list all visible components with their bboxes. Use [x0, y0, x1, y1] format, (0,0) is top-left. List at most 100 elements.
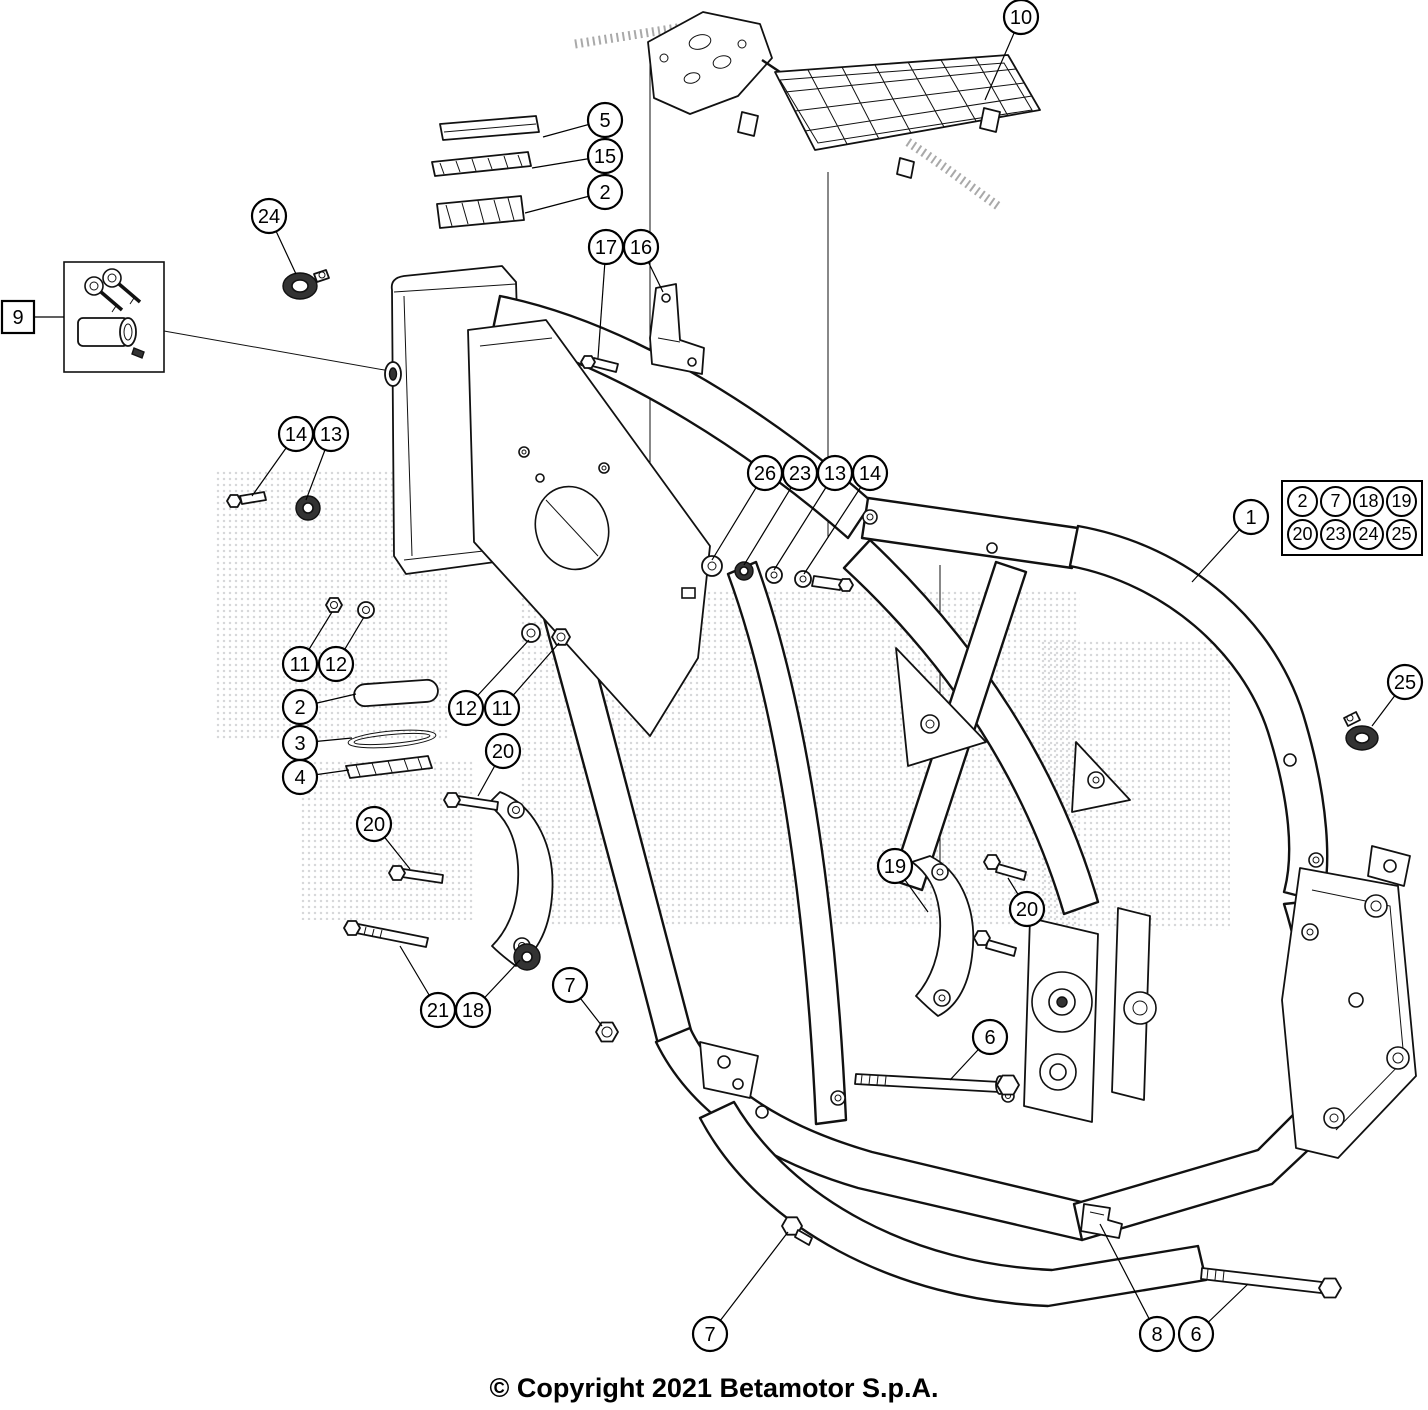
legend-ref-25: 25: [1386, 519, 1417, 550]
bushing-13: [295, 495, 321, 521]
bolt-21: [343, 920, 429, 948]
callout-4: 4: [281, 758, 350, 796]
copyright-text: © Copyright 2021 Betamotor S.p.A.: [489, 1373, 939, 1403]
svg-text:24: 24: [258, 206, 280, 228]
svg-text:14: 14: [859, 463, 881, 485]
legend-ref-7: 7: [1320, 486, 1351, 517]
washer-12-nut-11-right: [521, 623, 571, 646]
callout-11: 11: [281, 611, 333, 683]
callout-13: 13: [773, 454, 854, 571]
stud-4: [345, 755, 433, 779]
bolt-20-b: [388, 865, 444, 884]
callout-26: 26: [711, 454, 784, 561]
svg-text:8: 8: [1151, 1324, 1162, 1346]
callout-11: 11: [483, 642, 560, 727]
bolt-6-a: [854, 1073, 1020, 1096]
callout-14: 14: [803, 454, 889, 575]
svg-text:1: 1: [1245, 507, 1256, 529]
svg-text:12: 12: [325, 654, 347, 676]
callout-14: 14: [251, 415, 315, 497]
svg-text:16: 16: [630, 237, 652, 259]
callout-2: 2: [281, 688, 357, 726]
svg-text:4: 4: [294, 767, 305, 789]
svg-text:12: 12: [455, 698, 477, 720]
svg-text:20: 20: [363, 814, 385, 836]
callout-1: 1: [1191, 498, 1270, 583]
bracket-16: [649, 283, 705, 375]
svg-text:11: 11: [290, 654, 311, 676]
bolt-20-a: [443, 792, 499, 811]
legend-ref-23: 23: [1320, 519, 1351, 550]
svg-text:10: 10: [1010, 7, 1032, 29]
frame-body: [467, 294, 1417, 1308]
callout-7: 7: [691, 1231, 789, 1353]
svg-text:3: 3: [294, 733, 305, 755]
key-icon: [84, 276, 104, 296]
nut-11-washer-12-left: [325, 597, 375, 619]
engine-bracket-left: [487, 791, 554, 971]
lock-clamp-24: [282, 269, 330, 300]
svg-text:6: 6: [1190, 1324, 1201, 1346]
svg-text:7: 7: [704, 1324, 715, 1346]
svg-text:14: 14: [285, 424, 307, 446]
svg-text:25: 25: [1394, 672, 1416, 694]
bolt-7-b: [781, 1216, 813, 1246]
callout-17: 17: [587, 228, 625, 359]
svg-text:21: 21: [427, 1000, 449, 1022]
callout-19: 19: [876, 847, 929, 913]
bolt-6-b: [1200, 1267, 1342, 1299]
callout-20: 20: [477, 732, 522, 797]
svg-text:15: 15: [594, 146, 616, 168]
bolt-17: [580, 355, 619, 373]
rubber-strip-15: [431, 151, 532, 177]
callout-25: 25: [1371, 663, 1424, 727]
nut-7-a: [595, 1021, 619, 1043]
pin-2: [353, 678, 439, 708]
callout-3: 3: [281, 724, 353, 762]
callout-21: 21: [399, 945, 457, 1029]
svg-text:6: 6: [984, 1027, 995, 1049]
svg-text:2: 2: [599, 182, 610, 204]
rack-grid: [784, 56, 1033, 145]
callout-10: 10: [984, 0, 1040, 101]
callout-18: 18: [454, 959, 521, 1029]
callout-24: 24: [250, 197, 297, 275]
callout-2: 2: [524, 173, 624, 214]
gasket-3: [347, 729, 437, 749]
svg-text:13: 13: [824, 463, 846, 485]
svg-text:5: 5: [599, 110, 610, 132]
callout-13: 13: [305, 415, 350, 501]
bolt-20-d: [973, 930, 1017, 957]
svg-text:20: 20: [492, 741, 514, 763]
svg-text:7: 7: [564, 975, 575, 997]
callout-20: 20: [1007, 877, 1046, 928]
legend-ref-19: 19: [1386, 486, 1417, 517]
callout-9: 9: [0, 299, 64, 335]
svg-text:17: 17: [595, 237, 617, 259]
key-lock-box: [63, 261, 391, 373]
seat-rack: [574, 11, 1041, 210]
callout-20: 20: [355, 805, 411, 870]
svg-text:11: 11: [492, 698, 513, 720]
callout-12: 12: [447, 639, 530, 727]
callout-6: 6: [949, 1018, 1009, 1081]
callout-5: 5: [542, 101, 624, 139]
legend-ref-18: 18: [1353, 486, 1384, 517]
callout-7: 7: [551, 966, 603, 1027]
backbone-washers: [701, 555, 854, 592]
legend-ref-20: 20: [1287, 519, 1318, 550]
pad-block-2: [436, 195, 525, 229]
svg-text:19: 19: [884, 856, 906, 878]
callout-16: 16: [622, 228, 664, 293]
bolt-20-c: [983, 854, 1027, 881]
svg-text:20: 20: [1016, 899, 1038, 921]
svg-text:9: 9: [12, 307, 23, 329]
svg-text:2: 2: [294, 697, 305, 719]
clip-8: [1080, 1203, 1123, 1239]
bolt-14: [226, 491, 267, 508]
